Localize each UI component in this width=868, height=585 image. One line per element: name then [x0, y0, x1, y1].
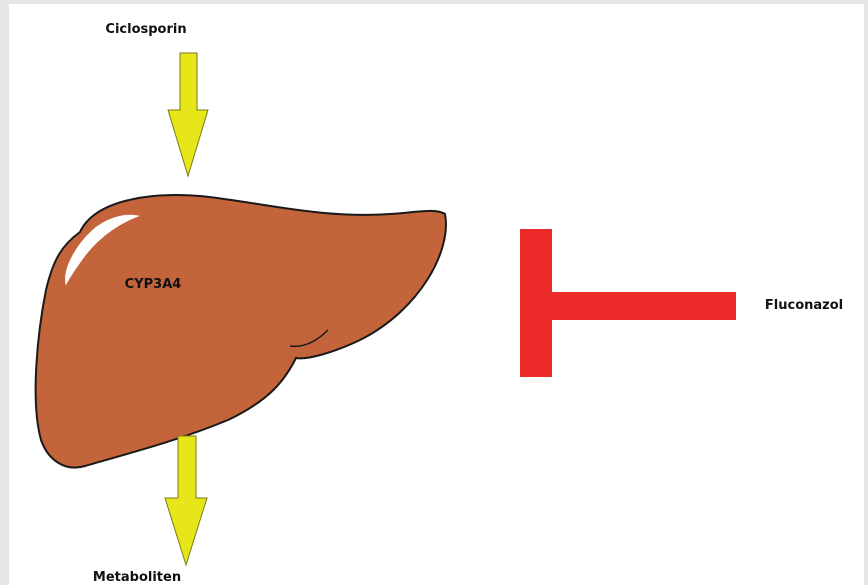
inhibitor-stem — [552, 292, 736, 320]
ciclosporin-label: Ciclosporin — [105, 22, 186, 37]
cyp3a4-label: CYP3A4 — [125, 277, 182, 292]
metaboliten-label: Metaboliten — [93, 570, 181, 585]
inhibitor-bar — [520, 229, 552, 377]
input-arrow — [168, 53, 208, 176]
output-arrow — [165, 436, 207, 565]
fluconazol-label: Fluconazol — [765, 298, 843, 313]
